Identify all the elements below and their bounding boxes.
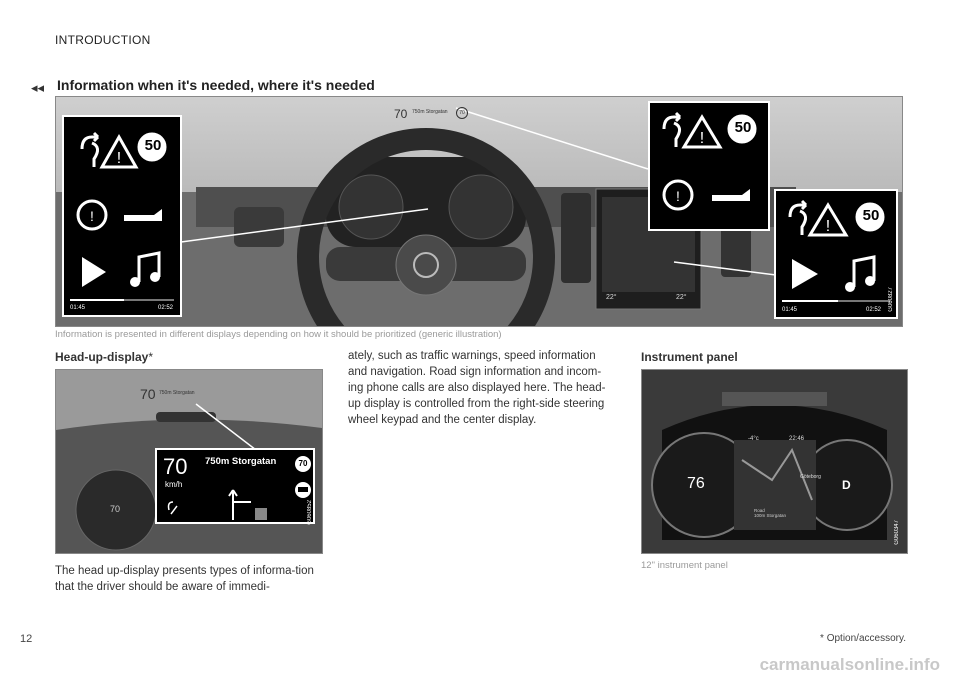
svg-text:!: ! xyxy=(826,218,830,235)
hud-small-dial-speed: 70 xyxy=(110,504,121,514)
svg-text:!: ! xyxy=(676,188,680,204)
instrument-time: 22:46 xyxy=(789,436,805,442)
hud-heading: Head-up-display* xyxy=(55,350,153,364)
windshield-hud: 70 750m Storgatan 70 xyxy=(394,107,494,137)
hud-detail-street: 750m Storgatan xyxy=(205,456,277,467)
page-number: 12 xyxy=(20,633,33,645)
instrument-panel-illustration: -4°c 22:46 Göteborg 76 D Road 100m Storg… xyxy=(641,369,908,554)
hud-panel-speed-limit: 50 xyxy=(734,119,752,136)
center-display-icons: ! xyxy=(782,199,890,302)
instrument-gear: D xyxy=(842,478,851,492)
instrument-graphic xyxy=(642,370,907,553)
hud-warning-panel: ! ! 50 xyxy=(648,101,770,231)
option-footnote: * Option/accessory. xyxy=(820,633,906,644)
left-instrument-panel: ! ! 50 01:45 02:52 xyxy=(62,115,182,317)
instrument-temp: -4°c xyxy=(748,436,759,442)
instrument-caption: 12" instrument panel xyxy=(641,560,728,571)
instrument-road: Road xyxy=(754,508,765,513)
hud-figure-code: G060852 xyxy=(307,500,313,525)
hud-paragraph-col1: The head up-display presents types of in… xyxy=(55,565,314,593)
instrument-city: Göteborg xyxy=(800,474,821,480)
hud-speed-limit: 70 xyxy=(456,107,468,119)
hud-small-speed: 70 xyxy=(140,386,156,402)
left-panel-time-end: 02:52 xyxy=(158,305,174,311)
center-panel-speed-limit: 50 xyxy=(862,207,880,224)
hud-speed: 70 xyxy=(394,107,408,121)
hud-detail-icons xyxy=(167,482,311,520)
instrument-dist: 100m Storgatan xyxy=(754,513,787,518)
warning-icons: ! ! xyxy=(70,129,174,301)
hud-detail-unit: km/h xyxy=(165,480,183,489)
main-figure-caption: Information is presented in different di… xyxy=(55,329,502,340)
center-display-panel: ! 50 01:45 02:52 G060827 xyxy=(774,189,898,319)
center-panel-time-start: 01:45 xyxy=(782,307,798,313)
instrument-heading: Instrument panel xyxy=(641,350,738,364)
back-chevron-icon[interactable]: ◂◂ xyxy=(31,80,45,95)
svg-text:!: ! xyxy=(700,130,704,147)
hud-detail-speed: 70 xyxy=(163,454,188,479)
main-figure-code: G060827 xyxy=(888,287,894,312)
site-watermark: carmanualsonline.info xyxy=(759,655,940,674)
hud-heading-text: Head-up-display xyxy=(55,350,149,364)
section-label: INTRODUCTION xyxy=(55,33,151,47)
dashboard-illustration: 70 750m Storgatan 70 ! ! 50 01:45 02:52 xyxy=(55,96,903,327)
hud-detail-panel: 70 km/h 750m Storgatan 70 G060852 xyxy=(155,448,315,525)
hud-small-street: 750m Storgatan xyxy=(159,390,195,396)
instrument-figure-code: G060347 xyxy=(894,520,900,545)
center-panel-time-end: 02:52 xyxy=(866,307,882,313)
hud-illustration: 70 750m Storgatan 70 70 km/h 750m Storga… xyxy=(55,369,323,554)
hud-paragraph-col2: ately, such as traffic warnings, speed i… xyxy=(348,350,606,426)
center-temp-left: 22° xyxy=(606,294,617,301)
center-temp-right: 22° xyxy=(676,294,687,301)
svg-text:!: ! xyxy=(117,150,121,167)
left-panel-time-start: 01:45 xyxy=(70,305,86,311)
instrument-speed: 76 xyxy=(687,475,705,492)
option-asterisk: * xyxy=(148,350,154,364)
svg-text:!: ! xyxy=(90,208,94,224)
hud-warning-icons: ! ! xyxy=(662,111,760,211)
hud-street: 750m Storgatan xyxy=(412,109,448,115)
hud-detail-speed-limit: 70 xyxy=(295,456,311,472)
left-panel-speed-limit: 50 xyxy=(144,137,162,154)
page-title: Information when it's needed, where it's… xyxy=(57,77,375,93)
